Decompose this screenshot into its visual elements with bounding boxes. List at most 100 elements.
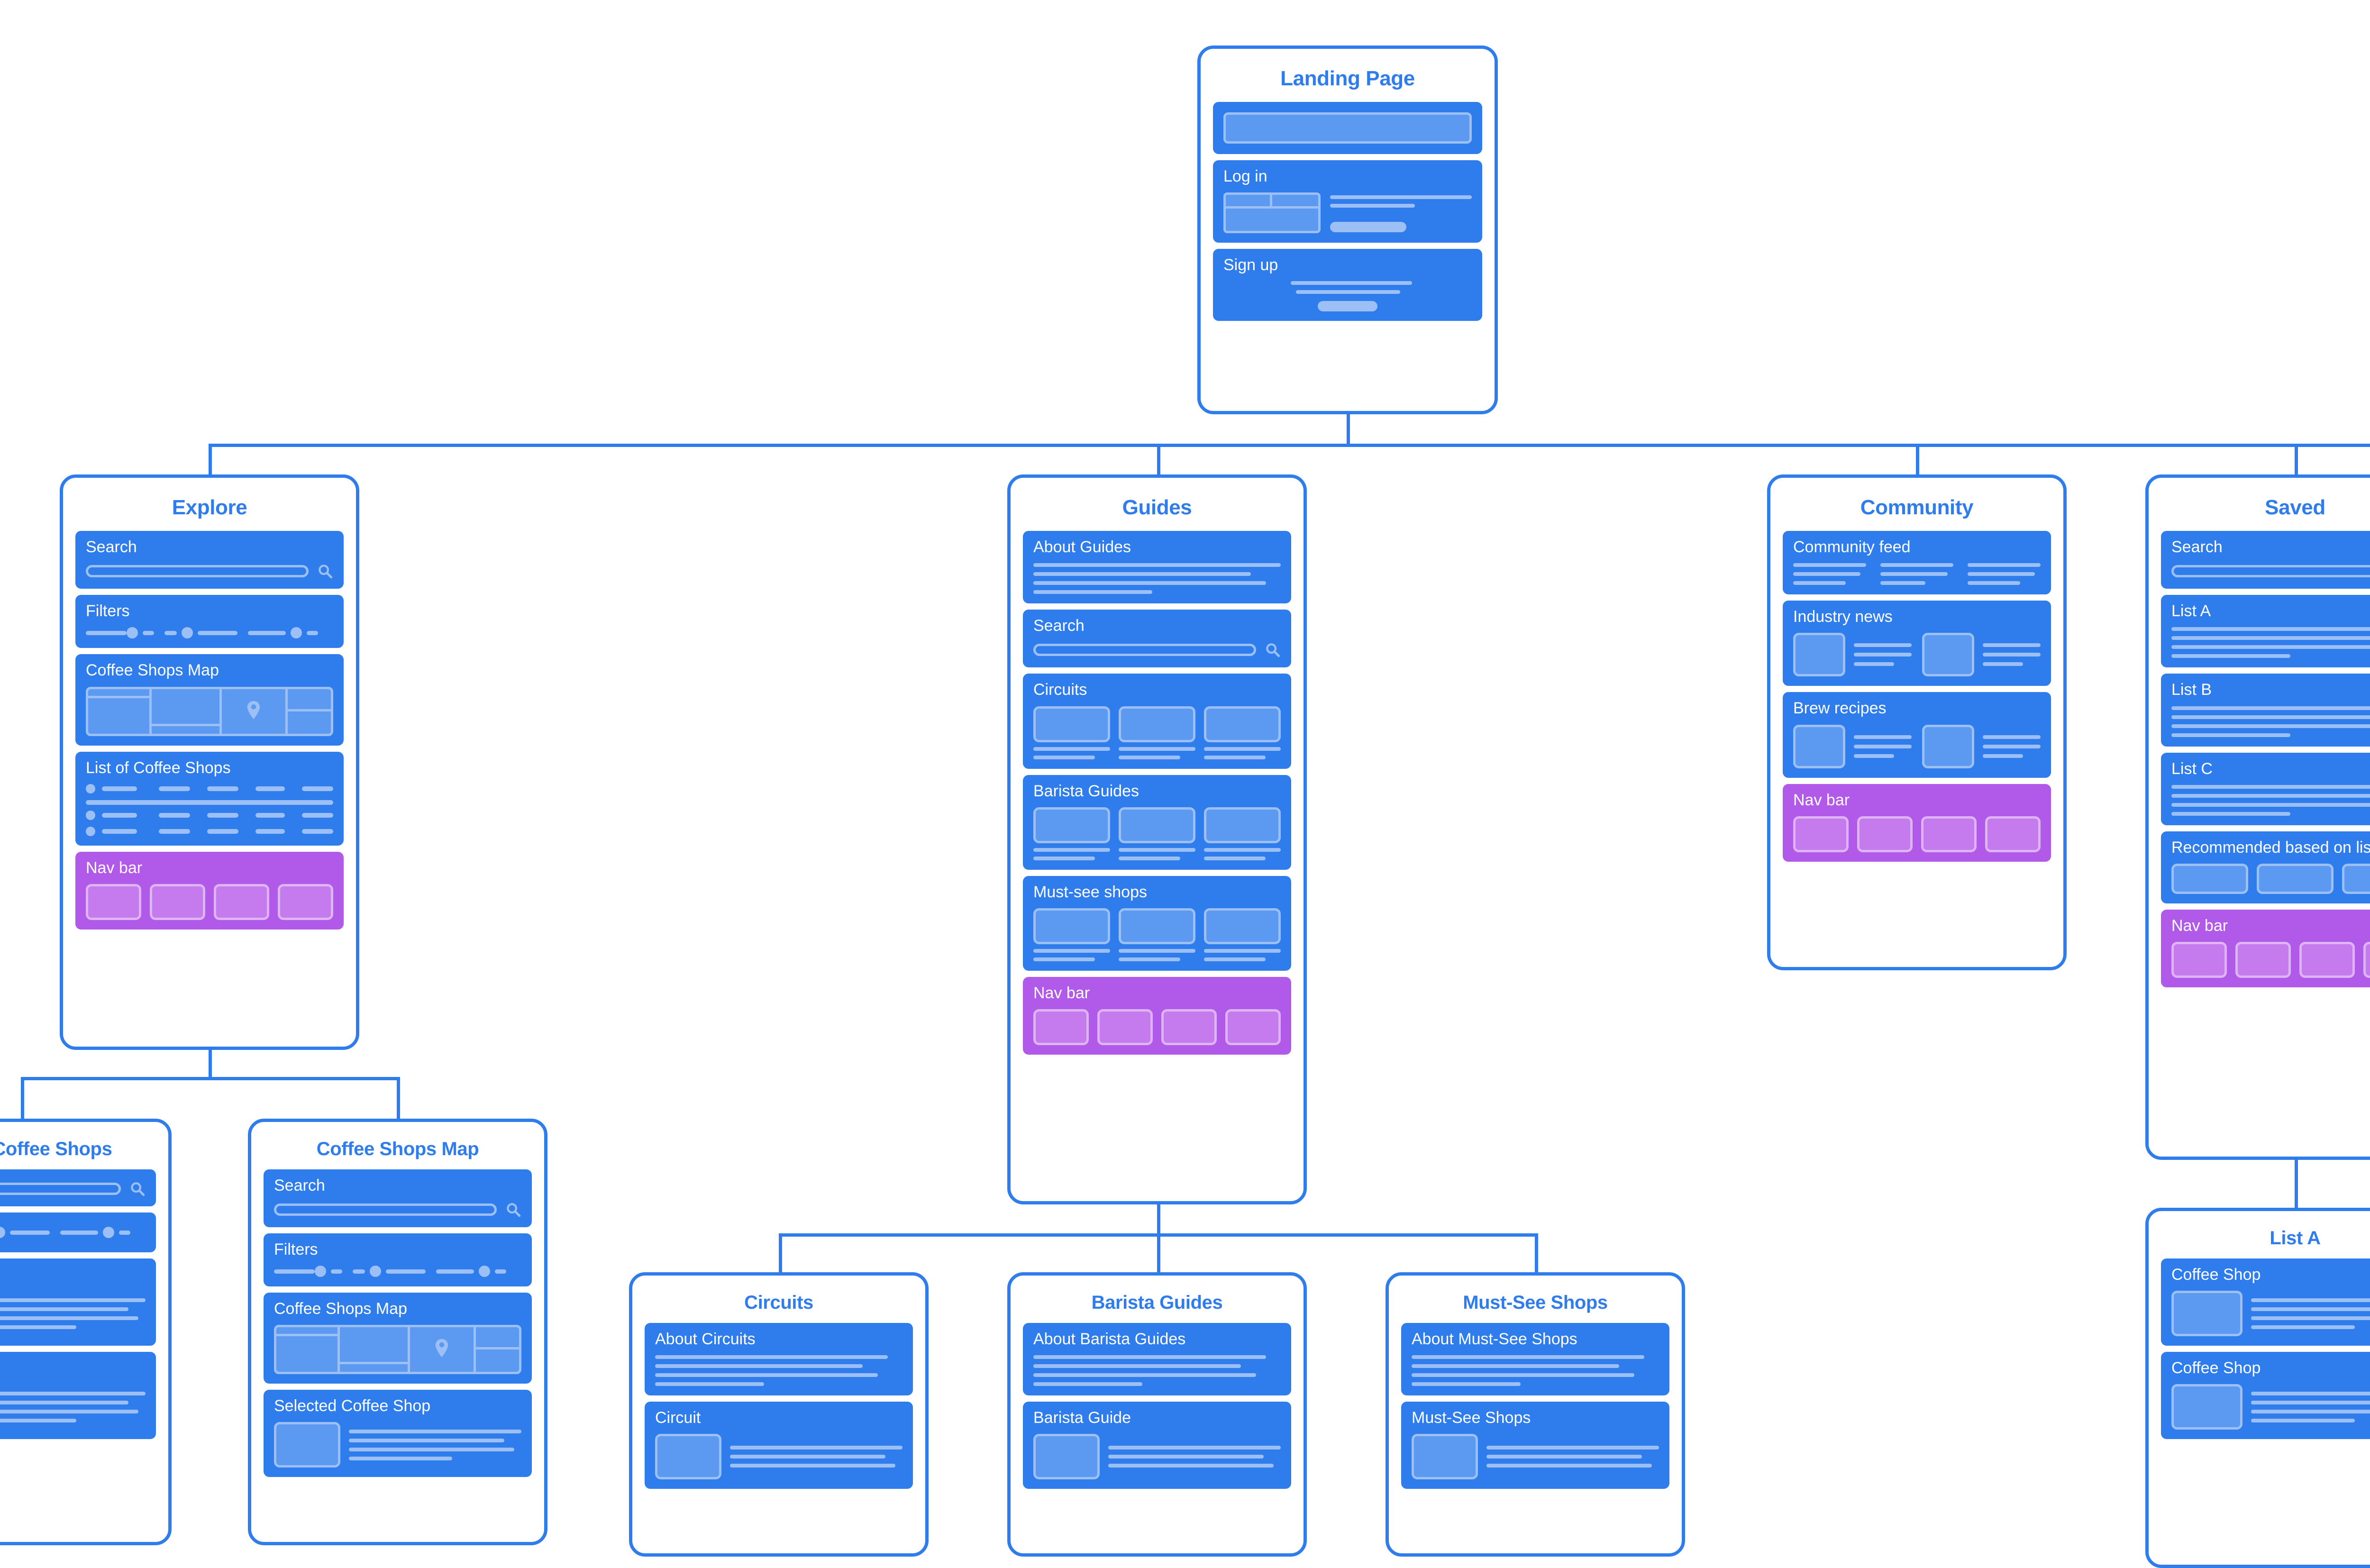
node-landing-page[interactable]: Landing Page Log in Si xyxy=(1197,46,1498,414)
section-list-a[interactable]: List A xyxy=(2161,595,2370,668)
node-saved[interactable]: Saved Search List A List B xyxy=(2145,474,2370,1160)
section-recommended[interactable]: Recommended based on lists xyxy=(2161,831,2370,903)
nav-item[interactable] xyxy=(2299,941,2355,978)
section-coffee-shop[interactable]: Coffee Shop xyxy=(0,1352,156,1440)
barista-guide-card[interactable] xyxy=(1119,807,1195,860)
recommended-card[interactable] xyxy=(2257,863,2334,894)
nav-item[interactable] xyxy=(2363,941,2370,978)
section-signup[interactable]: Sign up xyxy=(1213,249,1482,321)
search-input[interactable] xyxy=(274,1203,497,1216)
must-see-shop-card[interactable] xyxy=(1119,908,1195,961)
section-about-barista-guides[interactable]: About Barista Guides xyxy=(1023,1323,1291,1396)
section-search[interactable]: Search xyxy=(264,1169,532,1228)
nav-item[interactable] xyxy=(2235,941,2291,978)
section-list-of-coffee-shops[interactable]: List of Coffee Shops xyxy=(75,751,344,846)
section-about-guides[interactable]: About Guides xyxy=(1023,531,1291,604)
nav-item[interactable] xyxy=(1225,1009,1281,1045)
list-item[interactable] xyxy=(86,826,334,836)
search-input[interactable] xyxy=(2171,565,2370,578)
nav-item[interactable] xyxy=(1857,816,1913,852)
search-input[interactable] xyxy=(1033,644,1256,656)
section-list-b[interactable]: List B xyxy=(2161,674,2370,747)
nav-item[interactable] xyxy=(1793,816,1849,852)
barista-guide-card[interactable] xyxy=(1204,807,1281,860)
section-search[interactable]: Search xyxy=(1023,610,1291,668)
nav-item[interactable] xyxy=(1097,1009,1153,1045)
circuit-card[interactable] xyxy=(1119,706,1195,759)
must-see-shop-card[interactable] xyxy=(1204,908,1281,961)
section-filters[interactable]: Filters xyxy=(75,595,344,648)
section-search[interactable]: Search xyxy=(2161,531,2370,589)
section-barista-guides[interactable]: Barista Guides xyxy=(1023,775,1291,870)
section-selected-coffee-shop[interactable]: Selected Coffee Shop xyxy=(264,1390,532,1477)
section-community-feed[interactable]: Community feed xyxy=(1783,531,2051,595)
search-input[interactable] xyxy=(0,1183,121,1195)
login-form-fields[interactable] xyxy=(1223,192,1321,234)
section-nav-bar[interactable]: Nav bar xyxy=(1023,976,1291,1055)
search-icon[interactable] xyxy=(505,1202,521,1218)
map-preview[interactable] xyxy=(274,1325,521,1375)
node-must-see-shops[interactable]: Must-See Shops About Must-See Shops Must… xyxy=(1386,1272,1685,1557)
section-about-circuits[interactable]: About Circuits xyxy=(645,1323,913,1396)
section-brew-recipes[interactable]: Brew recipes xyxy=(1783,692,2051,778)
section-circuit[interactable]: Circuit xyxy=(645,1402,913,1489)
nav-item[interactable] xyxy=(278,884,333,920)
filter-sliders[interactable] xyxy=(86,627,333,639)
search-icon[interactable] xyxy=(1265,642,1281,658)
nav-item[interactable] xyxy=(1161,1009,1217,1045)
section-coffee-shops-map[interactable]: Coffee Shops Map xyxy=(75,654,344,746)
filter-sliders[interactable] xyxy=(274,1266,521,1277)
node-circuits[interactable]: Circuits About Circuits Circuit xyxy=(629,1272,929,1557)
section-nav-bar[interactable]: Nav bar xyxy=(1783,784,2051,862)
section-coffee-shops-map[interactable]: Coffee Shops Map xyxy=(264,1293,532,1384)
node-list-of-coffee-shops[interactable]: List of Coffee Shops Coffee Shop xyxy=(0,1119,172,1545)
signup-submit-button[interactable] xyxy=(1318,301,1377,312)
section-nav-bar[interactable]: Nav bar xyxy=(75,851,344,930)
login-submit-button[interactable] xyxy=(1330,222,1407,233)
section-coffee-shop[interactable]: Coffee Shop xyxy=(2161,1258,2370,1346)
filter-sliders[interactable] xyxy=(0,1227,146,1238)
node-list-a[interactable]: List A Coffee Shop Coffee Shop xyxy=(2145,1208,2370,1568)
search-icon[interactable] xyxy=(317,563,333,579)
section-must-see-shops-list[interactable]: Must-See Shops xyxy=(1401,1402,1669,1489)
node-coffee-shops-map[interactable]: Coffee Shops Map Search Filters Coffee S… xyxy=(248,1119,547,1545)
section-coffee-shop[interactable]: Coffee Shop xyxy=(2161,1352,2370,1440)
section-label-filters: Filters xyxy=(274,1240,318,1259)
node-explore[interactable]: Explore Search Filters Coffee Shops Map xyxy=(60,474,359,1050)
section-filters[interactable] xyxy=(0,1212,156,1252)
nav-item[interactable] xyxy=(150,884,205,920)
section-search[interactable] xyxy=(0,1169,156,1206)
recommended-card[interactable] xyxy=(2171,863,2248,894)
nav-item[interactable] xyxy=(1921,816,1977,852)
node-community[interactable]: Community Community feed Industry news B… xyxy=(1767,474,2067,970)
section-list-c[interactable]: List C xyxy=(2161,752,2370,825)
barista-guide-card[interactable] xyxy=(1033,807,1110,860)
nav-item[interactable] xyxy=(1985,816,2041,852)
circuit-card[interactable] xyxy=(1204,706,1281,759)
must-see-shop-card[interactable] xyxy=(1033,908,1110,961)
section-must-see-shops[interactable]: Must-see shops xyxy=(1023,875,1291,971)
section-login[interactable]: Log in xyxy=(1213,160,1482,243)
circuit-card[interactable] xyxy=(1033,706,1110,759)
section-circuits[interactable]: Circuits xyxy=(1023,674,1291,769)
section-about-must-see-shops[interactable]: About Must-See Shops xyxy=(1401,1323,1669,1396)
section-coffee-shop[interactable]: Coffee Shop xyxy=(0,1258,156,1346)
section-hero[interactable] xyxy=(1213,102,1482,155)
section-barista-guide[interactable]: Barista Guide xyxy=(1023,1402,1291,1489)
node-guides[interactable]: Guides About Guides Search Circuits xyxy=(1007,474,1307,1204)
search-icon[interactable] xyxy=(129,1181,146,1197)
section-industry-news[interactable]: Industry news xyxy=(1783,601,2051,686)
nav-item[interactable] xyxy=(86,884,141,920)
list-item[interactable] xyxy=(86,810,334,820)
search-input[interactable] xyxy=(86,565,309,578)
nav-item[interactable] xyxy=(214,884,269,920)
nav-item[interactable] xyxy=(1033,1009,1089,1045)
recommended-card[interactable] xyxy=(2342,863,2370,894)
list-item[interactable] xyxy=(86,784,334,793)
section-nav-bar[interactable]: Nav bar xyxy=(2161,909,2370,987)
section-search[interactable]: Search xyxy=(75,531,344,589)
section-filters[interactable]: Filters xyxy=(264,1233,532,1287)
nav-item[interactable] xyxy=(2171,941,2227,978)
node-barista-guides[interactable]: Barista Guides About Barista Guides Bari… xyxy=(1007,1272,1307,1557)
map-preview[interactable] xyxy=(86,686,333,736)
